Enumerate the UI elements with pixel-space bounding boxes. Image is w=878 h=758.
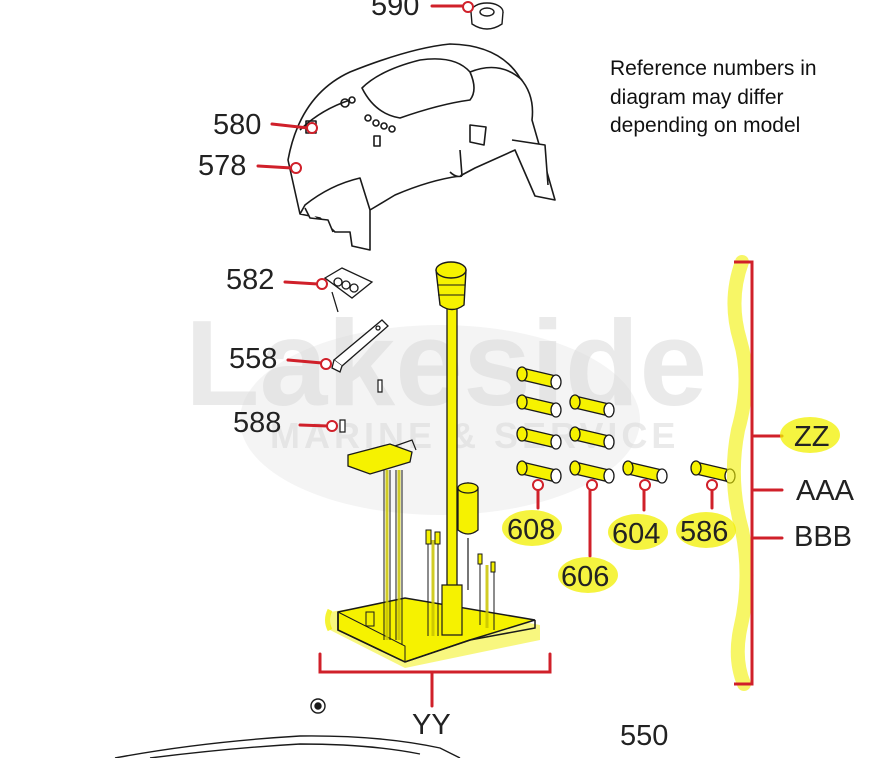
- part-590-grommet: [470, 2, 504, 30]
- callout-578: 578: [198, 150, 246, 182]
- callout-606: 606: [561, 561, 609, 593]
- model-note-line: diagram may differ: [610, 85, 784, 109]
- callout-590: 590: [371, 0, 419, 22]
- part-582-board: [323, 267, 374, 313]
- model-note-line: Reference numbers in: [610, 57, 817, 80]
- callout-582: 582: [226, 264, 274, 296]
- bracket-right: [726, 255, 754, 691]
- callout-580: 580: [213, 109, 261, 141]
- part-yy-harness: [325, 261, 540, 668]
- cylinder-604: [622, 460, 668, 484]
- watermark-name: Lakeside: [185, 295, 707, 431]
- callout-588: 588: [233, 407, 281, 439]
- leader-lines: [256, 4, 784, 708]
- callout-586: 586: [680, 516, 728, 548]
- part-550-housing: [114, 698, 461, 758]
- cylinder-608: [516, 460, 562, 484]
- part-558-bracket: [331, 319, 389, 373]
- callout-labels: 590 580 578 582 558 588 608 606 604 586 …: [198, 0, 855, 752]
- cylinder: [569, 426, 615, 450]
- cylinder: [516, 426, 562, 450]
- cylinder: [516, 366, 562, 390]
- part-578-shroud: [287, 43, 556, 251]
- cylinder-parts: [516, 366, 736, 484]
- callout-aaa: AAA: [796, 475, 855, 507]
- callout-bbb: BBB: [794, 521, 852, 553]
- label-highlights: [502, 417, 840, 593]
- callout-604: 604: [612, 518, 660, 550]
- cylinder: [569, 394, 615, 418]
- watermark: Lakeside MARINE & SERVICE: [185, 295, 707, 515]
- callout-558: 558: [229, 343, 277, 375]
- model-note: Reference numbers in diagram may differ …: [610, 55, 850, 141]
- leader-circles: [290, 1, 718, 491]
- callout-608: 608: [507, 514, 555, 546]
- cylinder: [516, 394, 562, 418]
- cylinder-606: [569, 460, 615, 484]
- callout-550: 550: [620, 720, 668, 752]
- callout-yy: YY: [412, 709, 451, 741]
- model-note-line: depending on model: [610, 114, 801, 137]
- screw-small: [339, 379, 383, 433]
- callout-zz: ZZ: [794, 421, 829, 453]
